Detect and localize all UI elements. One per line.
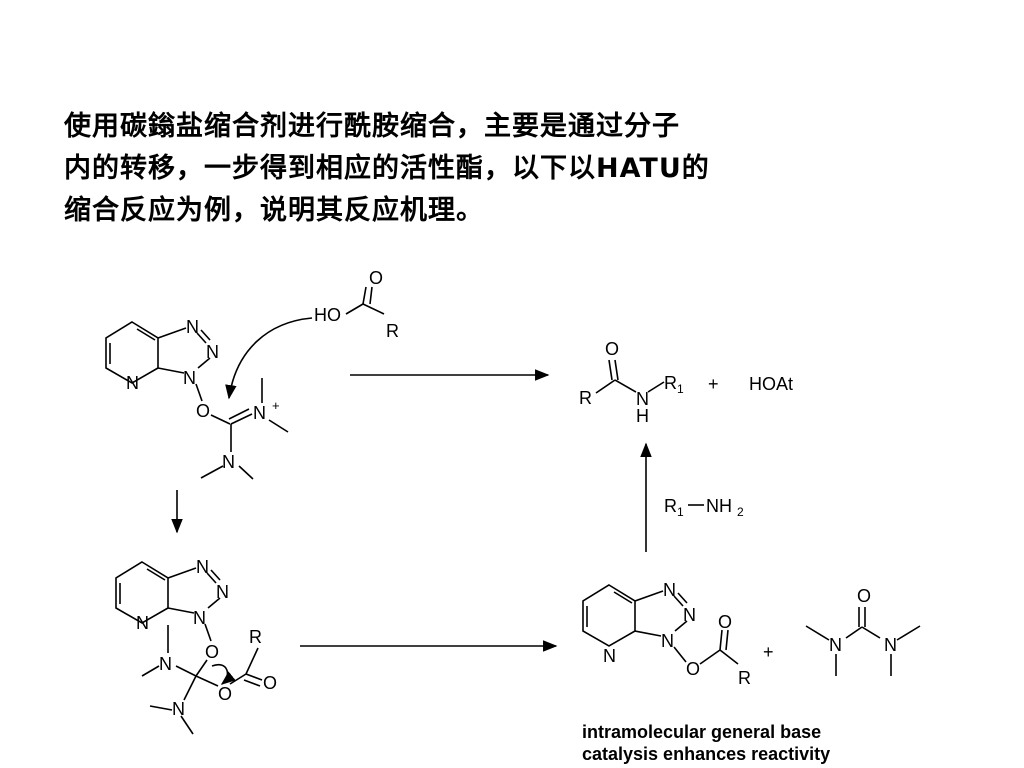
atom-o-ester: O: [218, 684, 232, 704]
hatu-structure: N N N N O N + N: [105, 317, 289, 480]
atom-n-triazole-1-ester: N: [663, 580, 676, 600]
atom-r1-amine: R: [664, 496, 677, 516]
atom-r-amide: R: [579, 388, 592, 408]
atom-n-urea-left: N: [829, 635, 842, 655]
annotation-line-1: intramolecular general base: [582, 722, 821, 742]
atom-n-triazole-1-int: N: [196, 557, 209, 577]
atom-n-pyridine-ester: N: [603, 646, 616, 666]
atom-nh2-subscript: 2: [737, 505, 744, 519]
atom-n-amide: N: [636, 389, 649, 409]
curved-arrow-attack: [225, 317, 313, 400]
atom-n-triazole-3-ester: N: [661, 631, 674, 651]
atom-n-pyridine-int: N: [136, 613, 149, 633]
oat-active-ester: N N N N O O R: [582, 580, 751, 688]
atom-r-int: R: [249, 627, 262, 647]
atom-r1-amide: R: [664, 373, 677, 393]
intro-line-3: 缩合反应为例，说明其反应机理。: [64, 195, 484, 226]
charge-plus: +: [272, 398, 280, 413]
atom-n-triazole-3: N: [183, 368, 196, 388]
atom-n-triazole-2: N: [206, 342, 219, 362]
carboxylic-acid: HO O R: [314, 268, 399, 341]
atom-n-triazole-2-int: N: [216, 582, 229, 602]
atom-n-amino-2: N: [172, 699, 185, 719]
atom-n-triazole-3-int: N: [193, 608, 206, 628]
atom-r1-amine-subscript: 1: [677, 505, 684, 519]
atom-o-carbonyl-int: O: [263, 673, 277, 693]
tetramethylurea: O N N: [805, 586, 921, 676]
atom-o-linker: O: [196, 401, 210, 421]
atom-n-dimethylamino: N: [222, 452, 235, 472]
atom-r-ester: R: [738, 668, 751, 688]
atom-n-iminium: N: [253, 403, 266, 423]
atom-o-urea: O: [857, 586, 871, 606]
atom-n-amino-1: N: [159, 654, 172, 674]
atom-n-triazole-2-ester: N: [683, 605, 696, 625]
atom-o-ester-link: O: [686, 659, 700, 679]
atom-o-carbonyl: O: [369, 268, 383, 288]
atom-nh2: NH: [706, 496, 732, 516]
intro-paragraph: 使用碳鎓盐缩合剂进行酰胺缩合，主要是通过分子 内的转移，一步得到相应的活性酯，以…: [64, 106, 844, 232]
atom-o-amide: O: [605, 339, 619, 359]
amide-product: O R N H R 1 + HOAt: [579, 339, 793, 426]
intro-line-2: 内的转移，一步得到相应的活性酯，以下以HATU的: [64, 153, 710, 184]
atom-o-alkoxide: O: [205, 642, 219, 662]
plus-products-top: +: [708, 374, 719, 394]
atom-n-triazole-1: N: [186, 317, 199, 337]
amine-reagent: R 1 NH 2: [664, 496, 744, 519]
atom-h-amide: H: [636, 406, 649, 426]
atom-r1-amide-subscript: 1: [677, 382, 684, 396]
annotation-line-2: catalysis enhances reactivity: [582, 744, 830, 764]
hoat-label: HOAt: [749, 374, 793, 394]
atom-n-urea-right: N: [884, 635, 897, 655]
atom-r: R: [386, 321, 399, 341]
atom-n-pyridine: N: [126, 373, 139, 393]
tetrahedral-intermediate: N N N N O N O N R O: [115, 557, 277, 735]
atom-o-ester-carbonyl: O: [718, 612, 732, 632]
atom-ho: HO: [314, 305, 341, 325]
intro-line-1: 使用碳鎓盐缩合剂进行酰胺缩合，主要是通过分子: [64, 111, 680, 142]
plus-products-bottom: +: [763, 642, 774, 662]
